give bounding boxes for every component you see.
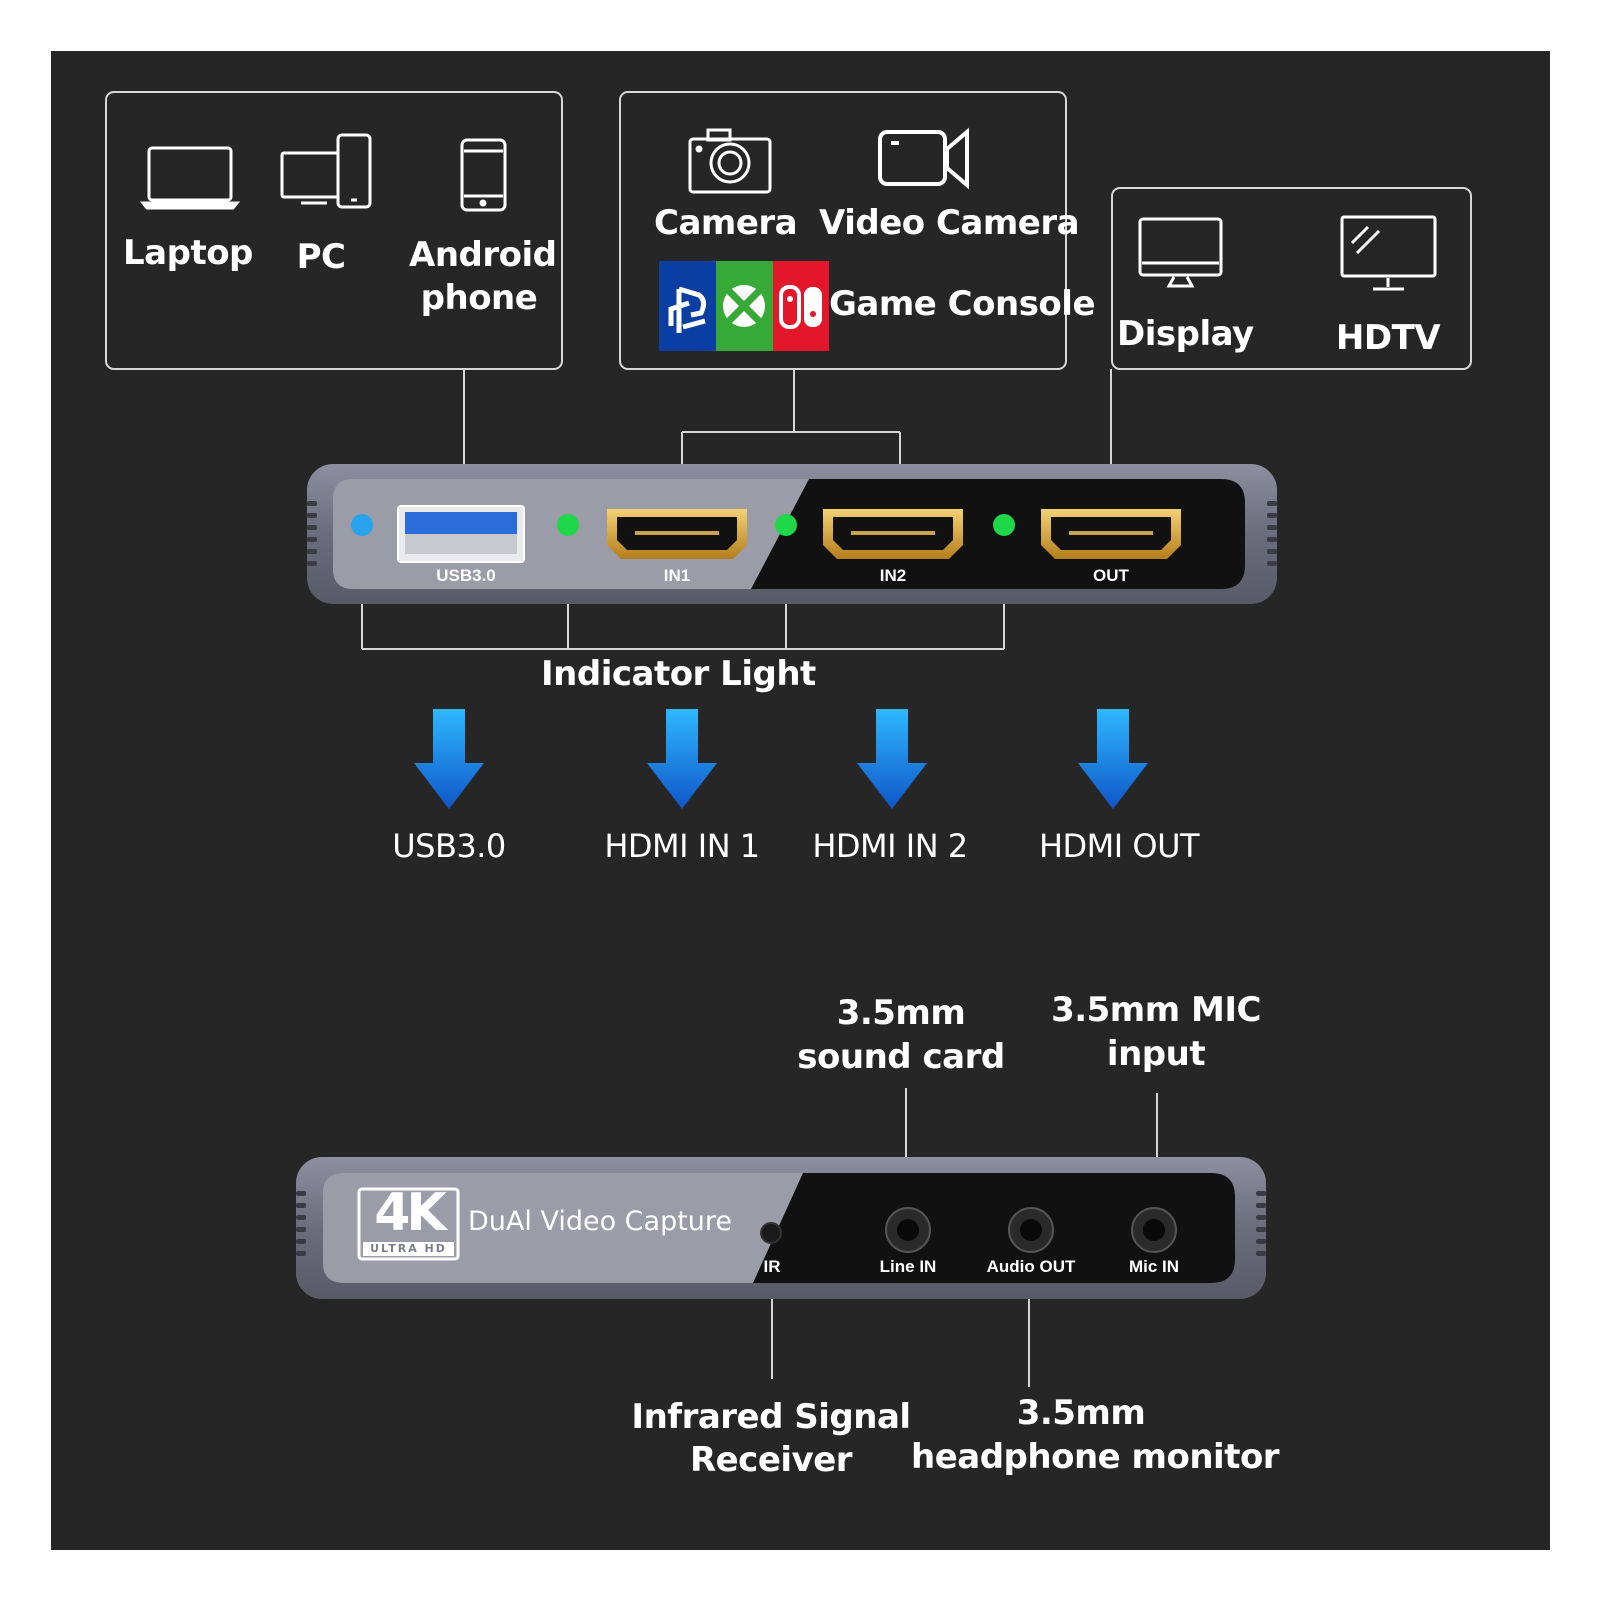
arrow-down-icon: [1078, 709, 1148, 809]
mic-in-jack: [1131, 1207, 1177, 1253]
android-label-line2: phone: [420, 278, 538, 318]
port-label-audio-out: Audio OUT: [986, 1257, 1076, 1276]
headphone-label-line2: headphone monitor: [911, 1437, 1280, 1477]
rear-panel-device: [296, 1157, 1266, 1299]
port-label-line-in: Line IN: [879, 1257, 937, 1276]
arrow-down-icons: [414, 709, 1148, 809]
sound-card-label-line2: sound card: [797, 1037, 1005, 1077]
front-panel-device: [307, 464, 1277, 604]
phone-icon: [460, 138, 507, 212]
arrow-label-hdmi-out: HDMI OUT: [1038, 827, 1200, 865]
brand-label: DuAl Video Capture: [468, 1206, 733, 1237]
port-label-ir: IR: [763, 1257, 781, 1276]
arrow-down-icon: [857, 709, 927, 809]
headphone-label-line1: 3.5mm: [1016, 1393, 1146, 1433]
arrow-label-hdmi-in1: HDMI IN 1: [604, 827, 760, 865]
pc-icon: [280, 133, 372, 209]
port-label-in2: IN2: [879, 566, 907, 585]
inputs-box: [619, 91, 1067, 370]
hdmi-port-in2: [823, 509, 963, 559]
hdtv-label: HDTV: [1335, 318, 1441, 358]
port-label-mic-in: Mic IN: [1128, 1257, 1180, 1276]
game-console-label: Game Console: [829, 284, 1096, 324]
sources-box: [105, 91, 563, 370]
game-console-logos: [659, 261, 829, 351]
port-label-out: OUT: [1093, 566, 1129, 585]
camera-label: Camera: [654, 203, 798, 243]
pc-label: PC: [296, 237, 346, 277]
usb-port: [397, 505, 525, 563]
arrow-label-usb: USB3.0: [392, 827, 506, 865]
hdmi-port-out: [1041, 509, 1181, 559]
arrow-label-hdmi-in2: HDMI IN 2: [812, 827, 968, 865]
port-label-in1: IN1: [663, 566, 691, 585]
display-icon: [1138, 217, 1223, 288]
video-camera-label: Video Camera: [819, 203, 1080, 243]
outputs-box: [1111, 187, 1472, 370]
arrow-down-icon: [414, 709, 484, 809]
infrared-label-line2: Receiver: [689, 1440, 853, 1480]
port-label-usb: USB3.0: [436, 566, 496, 585]
indicator-led-usb: [351, 514, 373, 536]
hdmi-port-in1: [607, 509, 747, 559]
indicator-light-label: Indicator Light: [541, 654, 816, 694]
mic-input-label-line2: input: [1106, 1034, 1206, 1074]
4k-logo-badge: [357, 1187, 460, 1261]
mic-input-label-line1: 3.5mm MIC: [1051, 990, 1261, 1030]
display-label: Display: [1117, 314, 1254, 354]
indicator-led-in2: [775, 514, 797, 536]
video-camera-icon: [878, 127, 969, 190]
laptop-icon: [139, 146, 241, 210]
4k-logo-text: 4K: [374, 1183, 446, 1243]
indicator-led-in1: [557, 514, 579, 536]
laptop-label: Laptop: [123, 233, 253, 273]
line-in-jack: [885, 1207, 931, 1253]
4k-logo-subtext: ULTRA HD: [370, 1242, 447, 1255]
diagram-graphics: [105, 91, 1472, 1387]
hdtv-icon: [1340, 215, 1437, 291]
sound-card-label-line1: 3.5mm: [836, 993, 966, 1033]
audio-out-jack: [1008, 1207, 1054, 1253]
camera-icon: [688, 128, 772, 194]
android-label-line1: Android: [409, 235, 557, 275]
infrared-label-line1: Infrared Signal: [631, 1397, 911, 1437]
arrow-down-icon: [647, 709, 717, 809]
indicator-led-out: [993, 514, 1015, 536]
diagram-canvas: Laptop PC Android phone Camera Video Cam…: [51, 51, 1550, 1550]
ir-receiver: [760, 1222, 782, 1244]
